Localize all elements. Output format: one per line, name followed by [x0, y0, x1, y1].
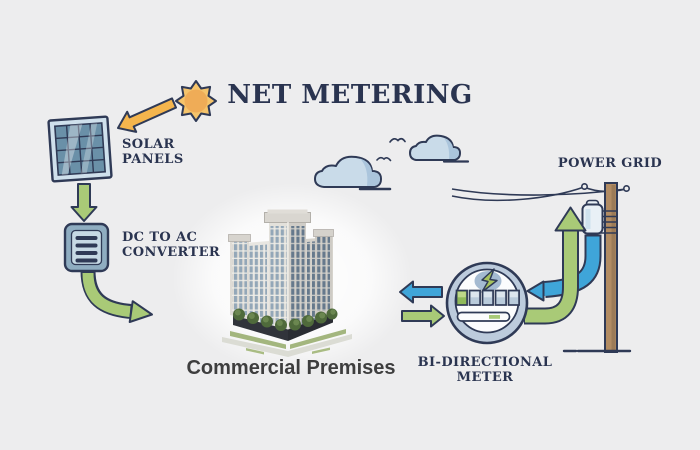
converter-to-premises-arrow: [80, 270, 153, 323]
insulator-icon: [622, 185, 630, 193]
solar-panel-icon: [47, 115, 113, 183]
diagram-title: NET METERING: [227, 80, 473, 110]
transformer-icon: [581, 199, 617, 235]
utility-pole-icon: [580, 182, 630, 353]
cloud-icon: [314, 155, 392, 191]
export-arrow-to-grid: [524, 206, 587, 325]
sun-icon: [175, 80, 217, 122]
export-arrow-from-premises: [401, 304, 445, 328]
sunlight-arrow: [117, 97, 177, 133]
bird-icon: [376, 156, 392, 162]
cloud-icon: [409, 134, 470, 163]
commercial-building-illustration: [172, 183, 412, 373]
clouds-and-birds: [314, 134, 470, 191]
panel-to-converter-arrow: [70, 183, 98, 222]
commercial-premises-label: Commercial Premises: [186, 357, 396, 379]
bird-icon: [389, 137, 406, 143]
dc-ac-converter-label: DC TO AC CONVERTER: [122, 230, 221, 261]
insulator-icon: [580, 183, 588, 191]
solar-panels-label: SOLAR PANELS: [122, 137, 184, 168]
bi-directional-meter-label: BI-DIRECTIONAL METER: [417, 355, 553, 386]
power-lines: [451, 186, 627, 202]
import-arrow-to-premises: [399, 280, 443, 304]
dc-ac-converter-icon: [63, 222, 110, 273]
import-arrow-from-grid: [526, 234, 602, 302]
power-grid-label: POWER GRID: [557, 156, 663, 171]
bi-directional-meter-icon: [445, 261, 529, 345]
